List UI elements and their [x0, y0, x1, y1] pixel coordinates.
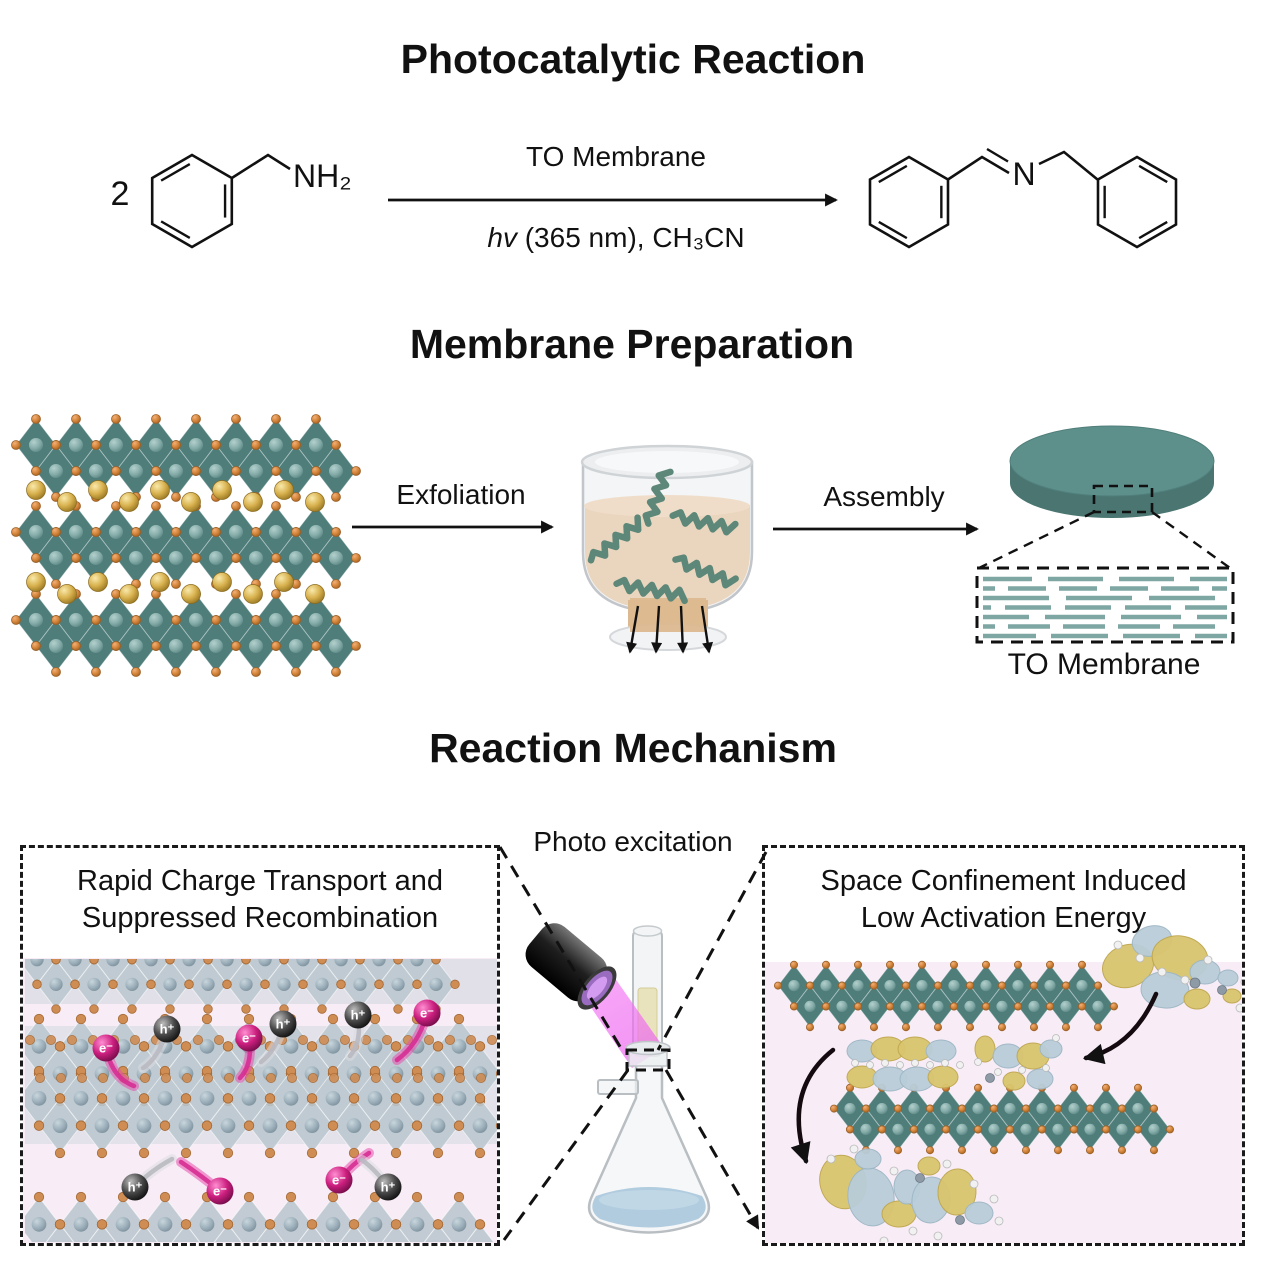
hv-italic: hv — [487, 222, 517, 253]
interlayer-ion — [57, 492, 77, 512]
interlayer-ion — [181, 492, 201, 512]
exfoliation-beaker — [580, 444, 754, 654]
imine-nitrogen-label: N — [1012, 156, 1036, 192]
membrane-disc — [978, 425, 1231, 570]
exfoliated-nanosheet — [613, 576, 688, 605]
disc-zoom-rect — [1092, 484, 1154, 514]
right-panel-title-line2: Low Activation Energy — [860, 902, 1147, 934]
membrane-cross-section-inset — [975, 566, 1235, 644]
interlayer-ion — [150, 480, 170, 500]
interlayer-ion — [305, 584, 325, 604]
interlayer-ion — [88, 480, 108, 500]
exfoliation-step-label: Exfoliation — [396, 479, 526, 510]
interlayer-ion — [119, 584, 139, 604]
filtration-arrow — [626, 605, 640, 654]
uv-beam — [586, 974, 664, 1068]
assembly-step-label: Assembly — [823, 481, 945, 512]
photo-excitation-label: Photo excitation — [533, 826, 733, 857]
interlayer-ion — [26, 572, 46, 592]
reaction-conditions-label: hv (365 nm), CH₃CN — [487, 222, 744, 254]
interlayer-ion — [26, 480, 46, 500]
interlayer-ion — [212, 572, 232, 592]
flask-side-arm — [597, 1079, 639, 1095]
filtration-arrow — [651, 605, 663, 654]
section-title-photocatalytic-reaction: Photocatalytic Reaction — [400, 36, 866, 82]
photoreactor-setup — [498, 846, 768, 1241]
membrane-zoom-rect — [625, 1048, 671, 1072]
interlayer-ion — [150, 572, 170, 592]
left-mechanism-panel: Rapid Charge Transport and Suppressed Re… — [20, 845, 500, 1246]
right-panel-title-line1: Space Confinement Induced — [820, 865, 1187, 897]
interlayer-ion — [119, 492, 139, 512]
filter-flask — [587, 1040, 711, 1234]
exfoliated-nanosheet — [672, 554, 739, 589]
right-mechanism-panel: Space Confinement Induced Low Activation… — [762, 845, 1245, 1246]
interlayer-ion — [243, 584, 263, 604]
exfoliated-nanosheet — [669, 509, 739, 536]
conditions-rest: (365 nm), CH₃CN — [516, 222, 745, 253]
benzylamine-structure — [150, 153, 291, 249]
interlayer-ion — [305, 492, 325, 512]
layered-crystal-structure — [11, 414, 361, 677]
glass-column — [632, 929, 663, 1057]
uv-lamp — [525, 923, 617, 1010]
left-panel-background — [23, 958, 497, 1243]
interlayer-ion — [88, 572, 108, 592]
left-panel-title-line1: Rapid Charge Transport and — [77, 865, 443, 897]
flask-liquid — [592, 1187, 706, 1228]
right-panel-background — [765, 962, 1242, 1243]
interlayer-ion — [243, 492, 263, 512]
membrane-preparation-graphics — [11, 414, 1235, 677]
section-title-membrane-preparation: Membrane Preparation — [409, 321, 855, 367]
exfoliated-nanosheet — [587, 514, 642, 564]
filtration-arrow — [677, 605, 689, 654]
amine-group-label: NH₂ — [293, 158, 352, 194]
catalyst-label: TO Membrane — [526, 141, 706, 172]
left-panel-title-line2: Suppressed Recombination — [81, 902, 439, 934]
to-membrane-label: TO Membrane — [1007, 648, 1201, 681]
interlayer-ion — [212, 480, 232, 500]
filtration-arrow — [700, 605, 714, 654]
exfoliated-nanosheet — [642, 468, 674, 527]
interlayer-ion — [274, 480, 294, 500]
interlayer-ion — [57, 584, 77, 604]
section-title-reaction-mechanism: Reaction Mechanism — [429, 725, 837, 771]
interlayer-ion — [274, 572, 294, 592]
membrane-column — [637, 987, 658, 1047]
stoichiometric-coefficient: 2 — [110, 175, 130, 213]
interlayer-ion — [181, 584, 201, 604]
